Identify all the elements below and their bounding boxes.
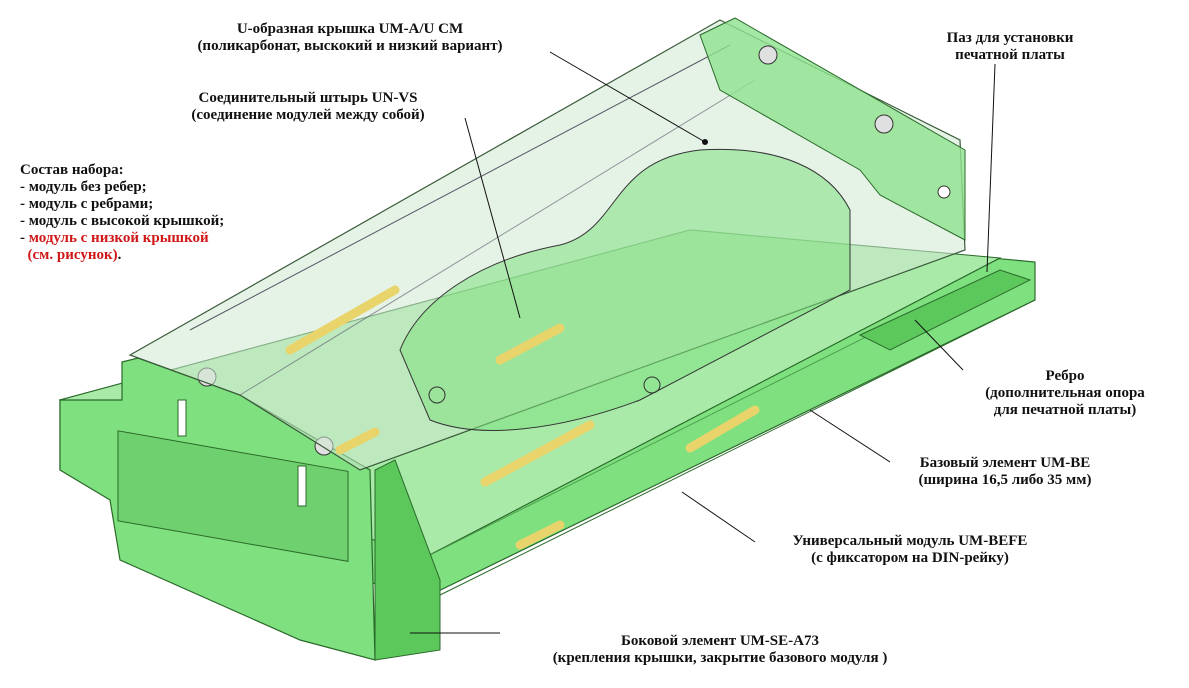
universal-label: Универсальный модуль UM-BEFE (с фиксатор…: [792, 533, 1028, 566]
kit-item-highlighted: - модуль с низкой крышкой: [20, 230, 209, 246]
kit-composition: Состав набора: - модуль без ребер; - мод…: [20, 162, 224, 264]
cover-label: U-образная крышка UM-A/U CM (поликарбона…: [197, 21, 503, 54]
pin: [480, 420, 595, 487]
u-cover: [128, 19, 966, 471]
pin: [685, 405, 760, 453]
pin: [515, 520, 565, 550]
back-end-cap: [699, 17, 966, 241]
rib-label: Ребро (дополнительная опора для печатной…: [985, 368, 1145, 418]
pin: [495, 323, 565, 365]
side-label: Боковой элемент UM-SE-A73 (крепления кры…: [552, 633, 888, 666]
slot-label: Паз для установки печатной платы: [946, 30, 1074, 63]
kit-title: Состав набора:: [20, 162, 124, 178]
kit-item-note: (см. рисунок).: [27, 247, 122, 263]
pin: [285, 285, 400, 355]
side-element: [59, 357, 441, 661]
rib: [858, 269, 1032, 351]
connecting-pins: [285, 285, 760, 550]
kit-item: - модуль без ребер;: [20, 179, 147, 195]
kit-item: - модуль с ребрами;: [20, 196, 154, 212]
kit-item: - модуль с высокой крышкой;: [20, 213, 225, 229]
base-label: Базовый элемент UM-BE (ширина 16,5 либо …: [918, 455, 1092, 488]
pin-label: Соединительный штырь UN-VS (соединение м…: [191, 90, 425, 123]
pin: [335, 427, 380, 455]
leader-lines: [410, 51, 996, 634]
